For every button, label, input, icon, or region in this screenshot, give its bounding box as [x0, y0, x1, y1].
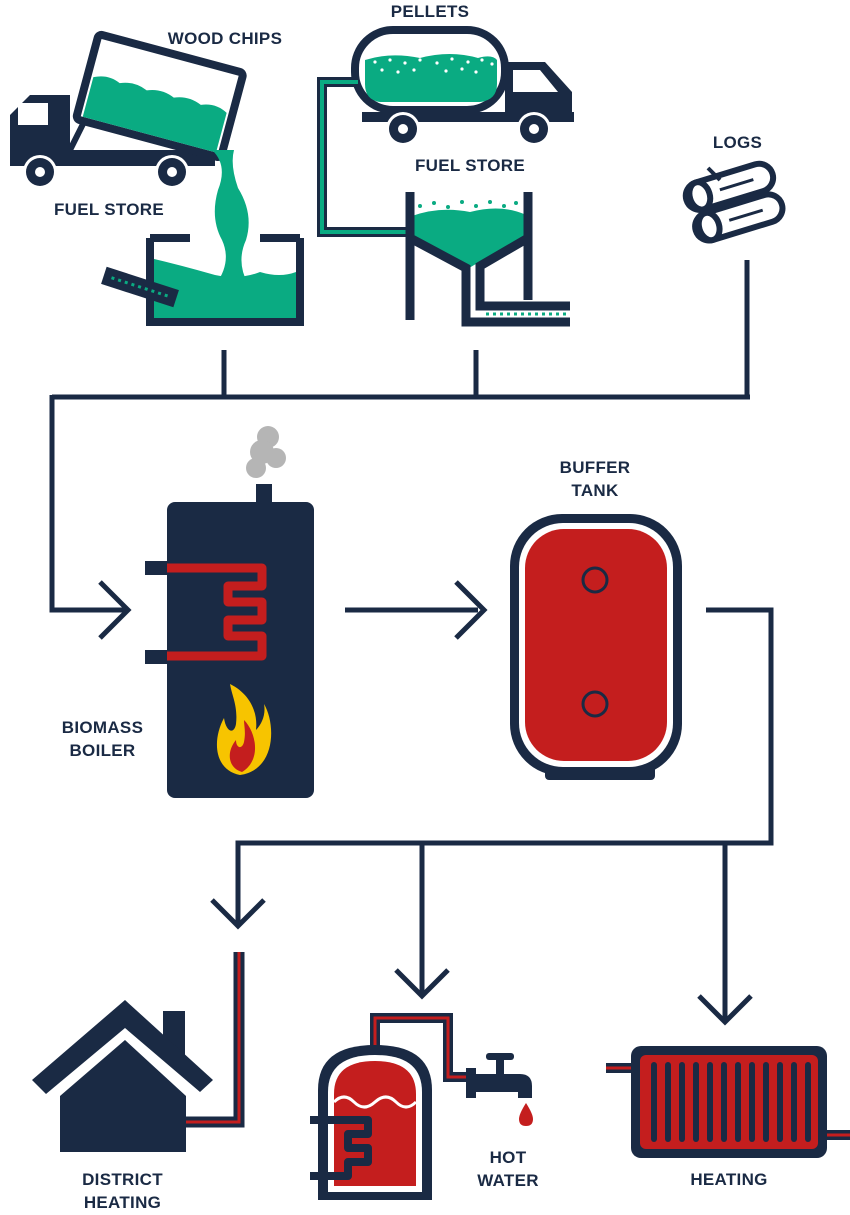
logs-icon: [682, 160, 786, 244]
house-icon: [32, 1000, 213, 1152]
biomass-boiler-label-line1: BIOMASS: [61, 718, 144, 737]
district-heating-label-line2: HEATING: [83, 1193, 162, 1212]
district-heating-label-line1: DISTRICT: [82, 1170, 163, 1189]
buffer-tank-label-line2: TANK: [571, 481, 619, 500]
smoke-icon: [246, 426, 286, 478]
water-drop-icon: [519, 1103, 533, 1126]
district-heating-pipe: [180, 952, 245, 1128]
tap-icon: [466, 1053, 532, 1098]
pellets-label: PELLETS: [390, 2, 470, 21]
fuel-store-pellets-label: FUEL STORE: [414, 156, 526, 175]
buffer-tank-label-line1: BUFFER: [559, 458, 631, 477]
wood-chip-fuel-store-icon: [101, 234, 304, 326]
arrow-to-district-heating-icon: [210, 898, 266, 930]
distribution-lines: [235, 607, 774, 1020]
hot-water-cylinder-icon: [310, 1013, 468, 1200]
pellet-fuel-store-icon: [405, 192, 570, 327]
flame-icon: [216, 684, 272, 775]
arrow-to-hot-water-icon: [394, 968, 450, 1000]
logs-label: LOGS: [712, 133, 763, 152]
heating-label: HEATING: [690, 1170, 768, 1189]
biomass-boiler-label-line2: BOILER: [69, 741, 136, 760]
pellet-delivery-pipe: [317, 77, 420, 237]
wood-chips-truck-icon: [10, 30, 247, 189]
hot-water-label-line1: HOT: [489, 1148, 527, 1167]
arrow-to-boiler-icon: [98, 580, 132, 640]
arrow-to-heating-icon: [697, 994, 753, 1026]
radiator-icon: [606, 1046, 850, 1158]
fuel-store-wood-label: FUEL STORE: [53, 200, 165, 219]
buffer-tank-icon: [510, 514, 682, 780]
fuel-supply-lines: [49, 260, 750, 613]
biomass-boiler-icon: [145, 484, 314, 798]
wood-chips-label: WOOD CHIPS: [167, 29, 283, 48]
pellets-truck-icon: [351, 26, 574, 146]
arrow-to-buffer-tank-icon: [454, 580, 488, 640]
hot-water-label-line2: WATER: [477, 1171, 539, 1190]
wood-chips-pour-icon: [212, 150, 249, 284]
